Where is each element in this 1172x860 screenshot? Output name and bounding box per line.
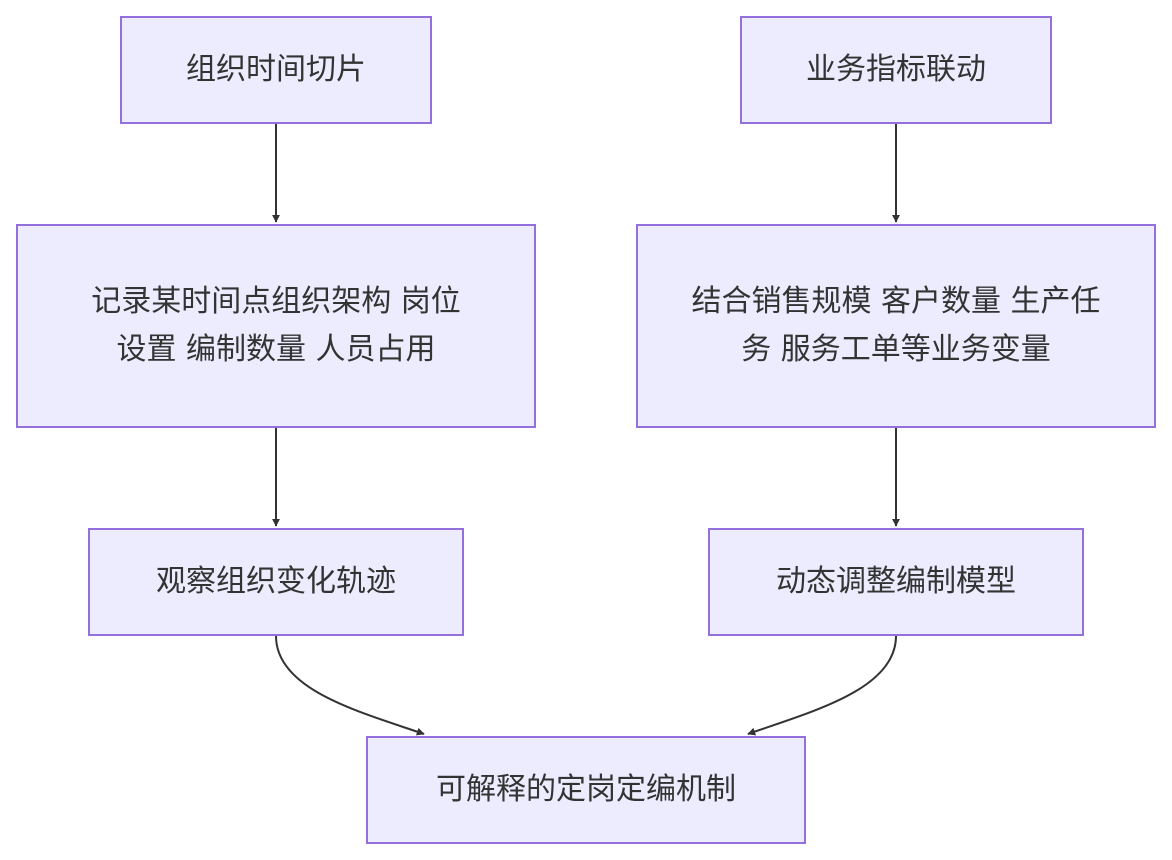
node-label: 结合销售规模 客户数量 生产任务 服务工单等业务变量: [691, 284, 1101, 367]
node-record-org-structure: 记录某时间点组织架构 岗位设置 编制数量 人员占用: [16, 224, 536, 428]
node-label: 可解释的定岗定编机制: [436, 772, 736, 807]
node-label: 组织时间切片: [186, 52, 366, 87]
node-label: 记录某时间点组织架构 岗位设置 编制数量 人员占用: [91, 284, 461, 367]
edge-observe-to-mechanism: [275, 635, 425, 736]
node-combine-business-variables: 结合销售规模 客户数量 生产任务 服务工单等业务变量: [636, 224, 1156, 428]
node-label: 观察组织变化轨迹: [156, 564, 396, 599]
node-org-time-slice: 组织时间切片: [120, 16, 432, 124]
node-dynamic-adjust-model: 动态调整编制模型: [708, 528, 1084, 636]
node-observe-org-change: 观察组织变化轨迹: [88, 528, 464, 636]
node-label: 动态调整编制模型: [776, 564, 1016, 599]
edge-adjust-to-mechanism: [747, 635, 897, 736]
node-business-metrics-link: 业务指标联动: [740, 16, 1052, 124]
node-label: 业务指标联动: [806, 52, 986, 87]
node-explainable-mechanism: 可解释的定岗定编机制: [366, 736, 806, 844]
